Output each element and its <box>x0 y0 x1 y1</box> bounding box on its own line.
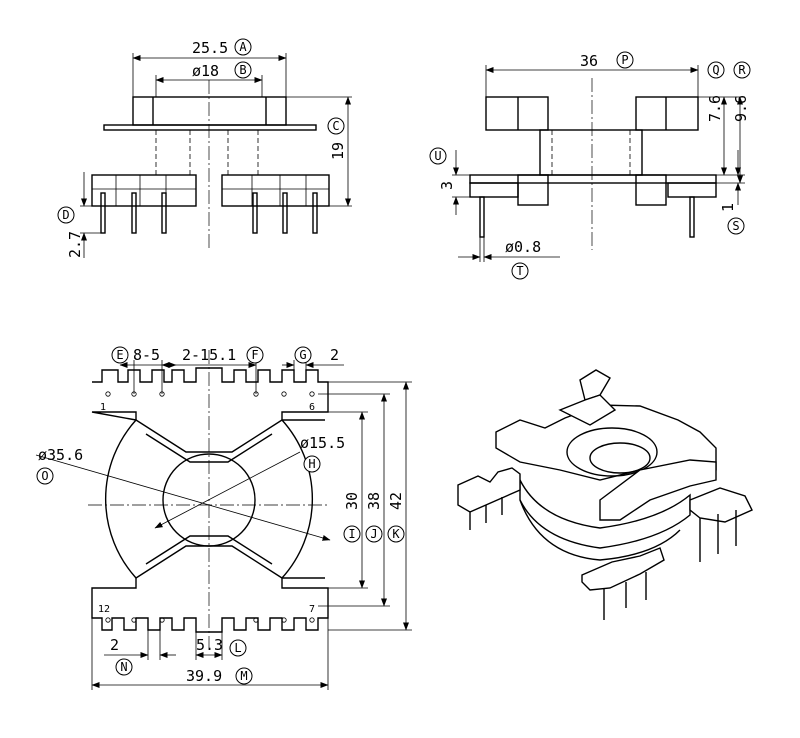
svg-text:J: J <box>370 527 377 541</box>
svg-text:B: B <box>239 63 246 77</box>
front-bottom-flange-right <box>221 174 330 207</box>
svg-text:O: O <box>41 469 48 483</box>
pin-label-1: 1 <box>100 402 106 413</box>
side-view: 36 P 7.6 9.6 Q R 1 S 3 U ø0.8 T <box>429 51 751 280</box>
svg-text:G: G <box>299 348 306 362</box>
svg-text:E: E <box>116 348 123 362</box>
bottom-outline <box>91 367 329 633</box>
side-top-flange-left <box>485 96 549 131</box>
dim-U-value: 3 <box>438 181 456 190</box>
dim-I-value: 30 <box>343 492 361 510</box>
svg-text:U: U <box>434 149 441 163</box>
dim-D-value: 2.7 <box>66 231 84 258</box>
dim-K-value: 42 <box>387 492 405 510</box>
svg-text:Q: Q <box>712 63 719 77</box>
pin-label-12: 12 <box>98 604 110 615</box>
svg-text:T: T <box>516 264 523 278</box>
dim-H-value: ø15.5 <box>300 434 345 452</box>
svg-text:H: H <box>308 457 315 471</box>
isometric-view <box>457 369 753 620</box>
dim-A-value: 25.5 <box>192 39 228 57</box>
bottom-view: 1 6 12 7 8-5 E 2-15.1 F 2 G ø35.6 O ø15.… <box>35 346 412 690</box>
dim-P-value: 36 <box>580 52 598 70</box>
side-top-flange-right <box>635 96 699 131</box>
svg-text:N: N <box>120 660 127 674</box>
svg-text:M: M <box>240 669 247 683</box>
dim-G-value: 2 <box>330 346 339 364</box>
svg-text:I: I <box>348 527 355 541</box>
svg-text:D: D <box>62 208 69 222</box>
side-base <box>469 174 717 184</box>
pin-label-7: 7 <box>309 604 315 615</box>
svg-text:F: F <box>251 348 258 362</box>
dim-T-value: ø0.8 <box>505 238 541 256</box>
svg-text:K: K <box>392 527 400 541</box>
svg-text:P: P <box>621 53 628 67</box>
pin-label-6: 6 <box>309 402 315 413</box>
dim-Q-value: 7.6 <box>706 95 724 122</box>
dim-C-value: 19 <box>329 142 347 160</box>
svg-text:L: L <box>234 641 241 655</box>
side-pin-left <box>479 196 485 238</box>
dim-E-value: 8-5 <box>133 346 160 364</box>
front-bottom-flange-left <box>91 174 197 207</box>
front-plate <box>103 124 317 131</box>
svg-text:S: S <box>732 219 739 233</box>
bore-circle <box>162 453 256 547</box>
dim-L-value: 5.3 <box>196 636 223 654</box>
side-pin-right <box>689 196 695 238</box>
dim-R-value: 9.6 <box>732 95 750 122</box>
dim-O-value: ø35.6 <box>38 446 83 464</box>
iso-pins <box>469 497 737 620</box>
dim-N-value: 2 <box>110 636 119 654</box>
svg-text:A: A <box>239 40 247 54</box>
svg-text:C: C <box>332 119 339 133</box>
side-core <box>539 129 643 176</box>
front-top-flange <box>132 96 287 126</box>
svg-text:R: R <box>738 63 746 77</box>
front-pins <box>100 192 318 234</box>
dim-S-value: 1 <box>719 203 737 212</box>
dim-B-value: ø18 <box>192 62 219 80</box>
dim-M-value: 39.9 <box>186 667 222 685</box>
dim-J-value: 38 <box>365 492 383 510</box>
dim-F-value: 2-15.1 <box>182 346 236 364</box>
front-view: 25.5 A ø18 B 19 C 2.7 D <box>57 38 352 258</box>
pin-holes <box>105 391 315 623</box>
